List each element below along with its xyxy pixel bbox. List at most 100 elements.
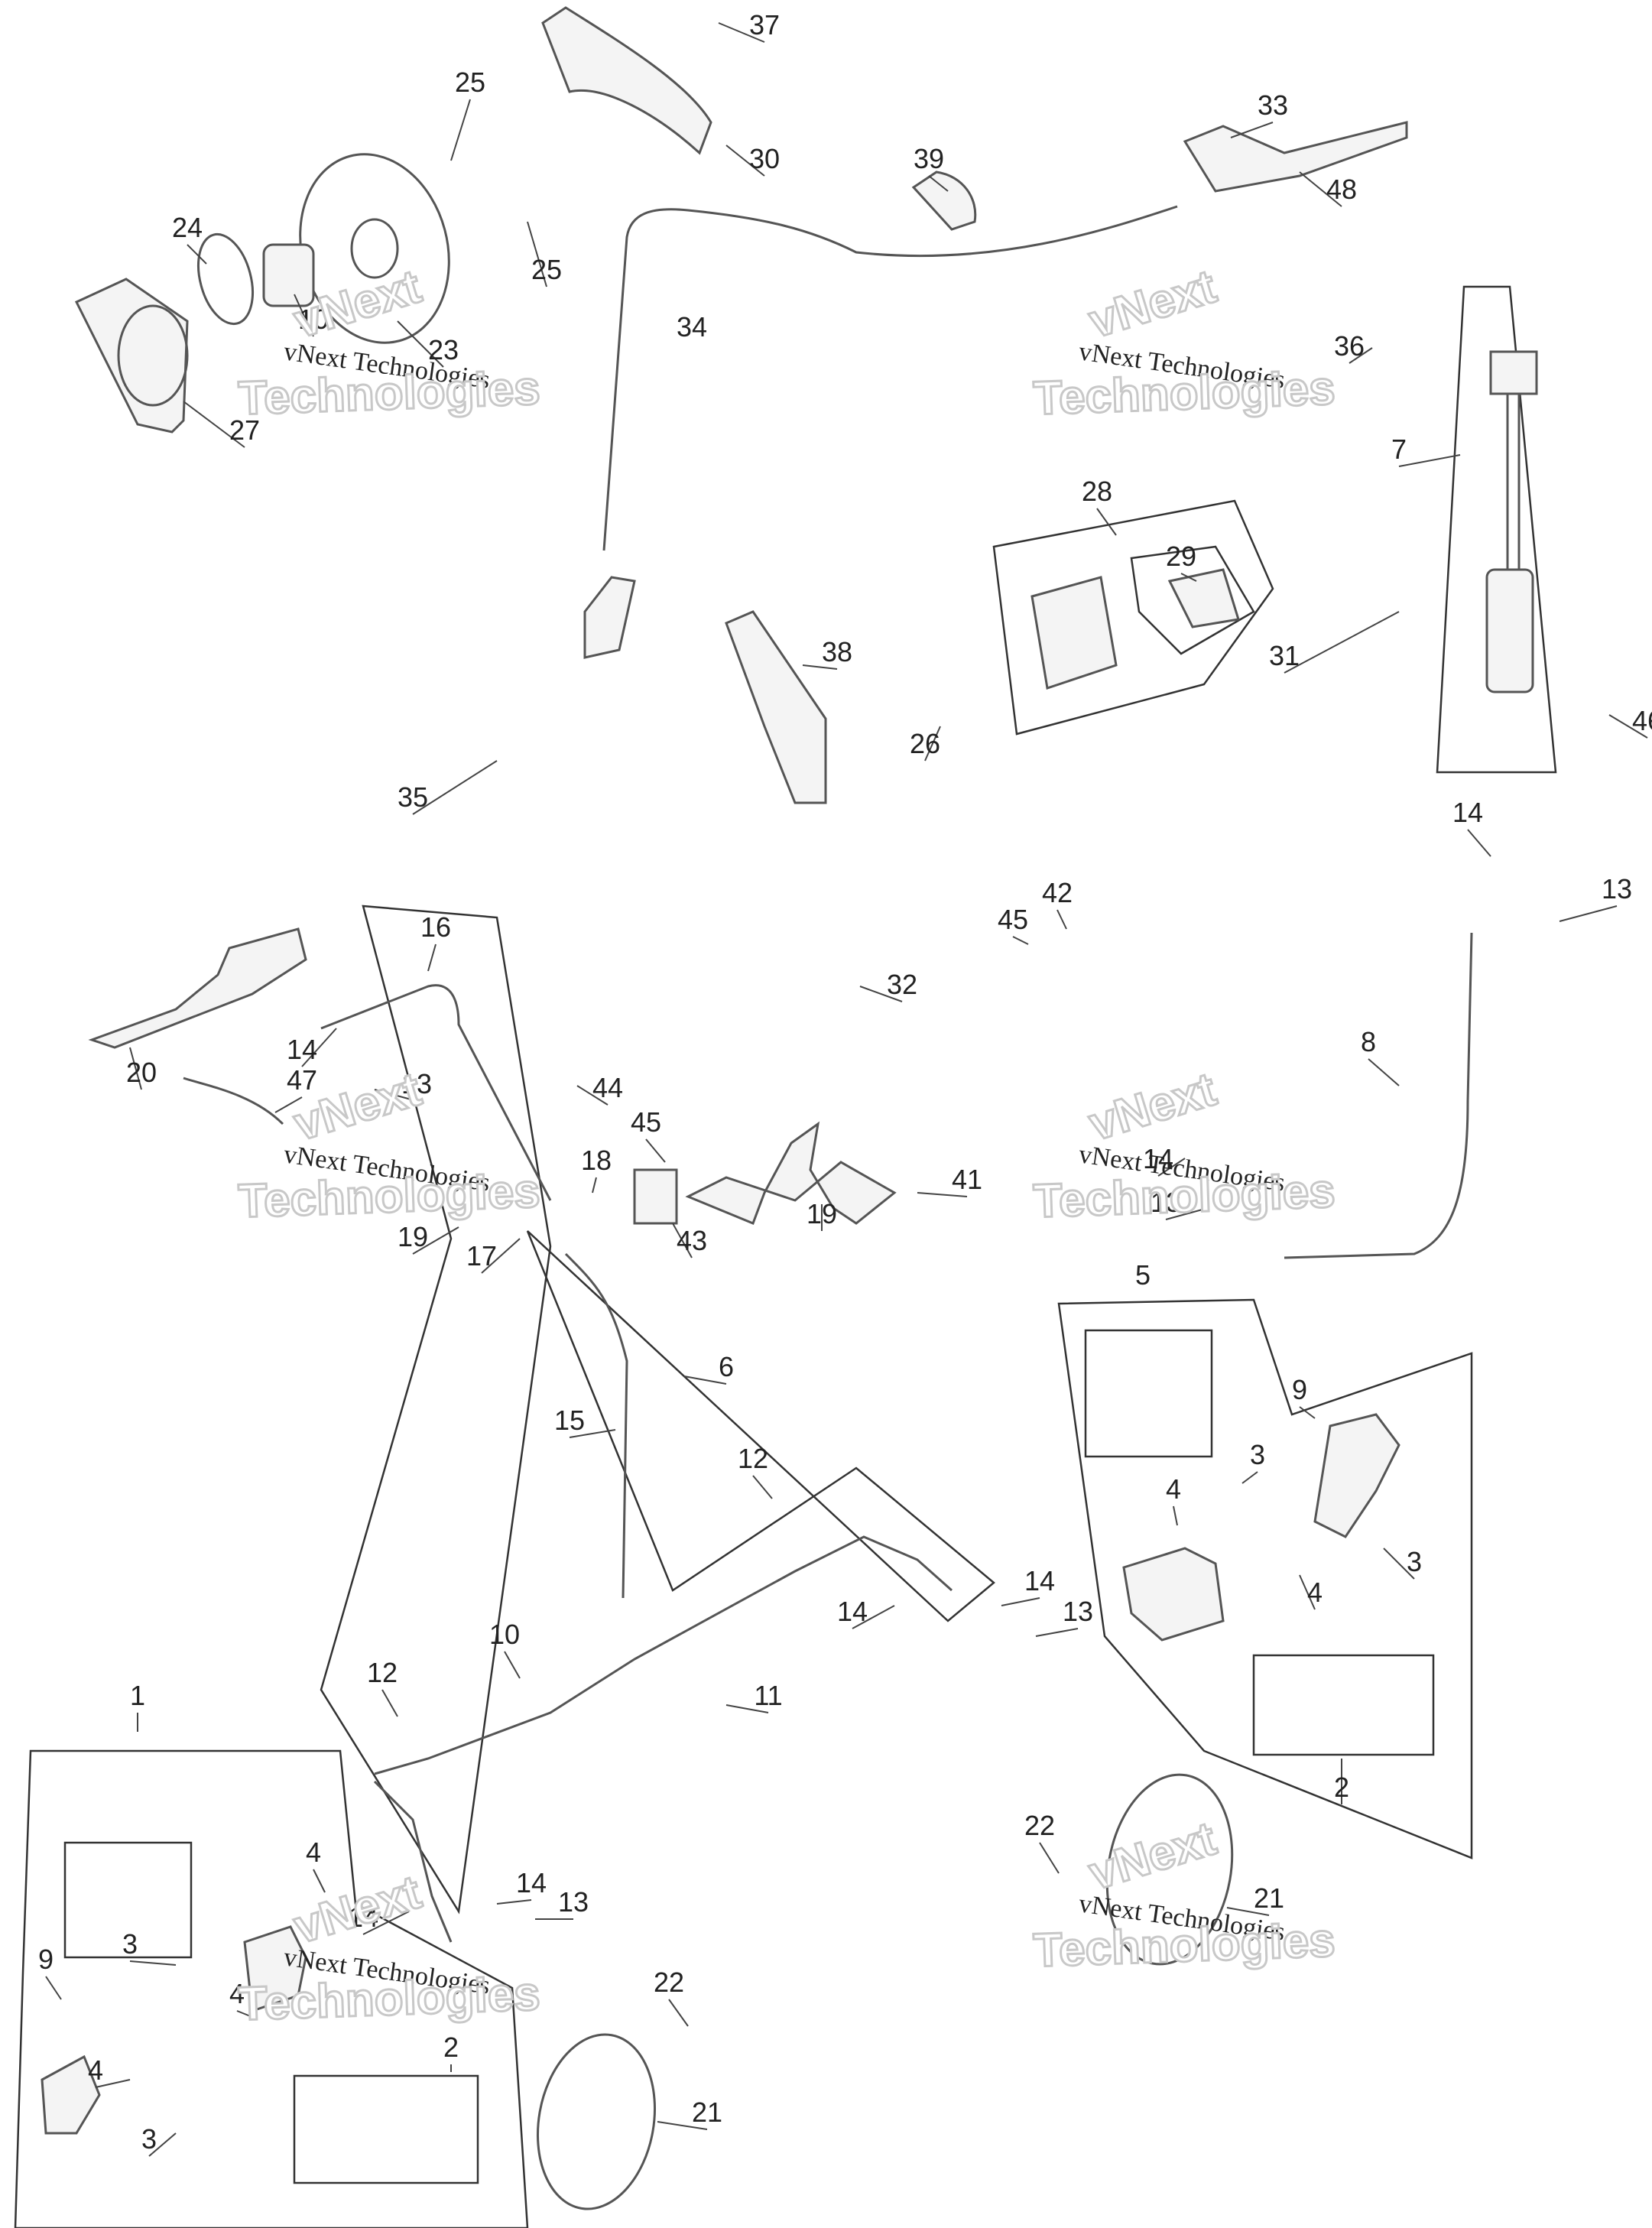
brake-disc-21b: [536, 2033, 657, 2210]
callout-2a: 2: [1334, 1772, 1349, 1803]
leader-line-18: [592, 1177, 597, 1194]
callout-37: 37: [749, 9, 780, 41]
callout-36: 36: [1334, 330, 1365, 362]
callout-10b: 10: [489, 1619, 520, 1650]
callout-20: 20: [126, 1057, 157, 1088]
hub-10: [262, 243, 315, 307]
callout-47: 47: [287, 1064, 317, 1096]
callout-22a: 22: [1024, 1810, 1055, 1841]
master-cylinder-7: [1485, 568, 1534, 693]
callout-9b: 9: [38, 1944, 54, 1975]
watermark-outline-bottom: Technologies: [1033, 1914, 1336, 1977]
leader-line-17: [481, 1238, 521, 1274]
leader-line-48: [1299, 171, 1342, 207]
callout-39: 39: [914, 143, 944, 174]
o-ring-24: [197, 232, 254, 326]
callout-19a: 19: [398, 1221, 428, 1252]
group-box-pads-29: [1130, 545, 1255, 655]
callout-23: 23: [428, 334, 459, 365]
leader-line-14g: [496, 1899, 532, 1905]
leader-line-41: [917, 1192, 968, 1197]
watermark-mid-left: vNext vNext Technologies Technologies: [236, 1062, 542, 1229]
leader-line-42: [1056, 909, 1067, 930]
caliper-bracket-5: [1313, 1413, 1400, 1538]
leader-line-45a: [1012, 936, 1029, 945]
callout-32: 32: [887, 969, 917, 1000]
leader-line-15: [569, 1429, 616, 1438]
leader-line-22b: [668, 1999, 689, 2027]
callout-9a: 9: [1292, 1374, 1307, 1405]
leader-line-7: [1398, 454, 1461, 467]
brake-cable-34: [602, 205, 1178, 551]
callout-13c: 13: [1151, 1187, 1181, 1218]
callout-26: 26: [910, 728, 940, 759]
callout-4a: 4: [1166, 1473, 1181, 1505]
watermark-outline-bottom: Technologies: [1033, 1164, 1336, 1228]
leader-line-38: [802, 664, 838, 670]
leader-line-13a: [374, 1089, 417, 1102]
callout-15: 15: [554, 1405, 585, 1436]
watermark-outline-bottom: Technologies: [238, 1164, 541, 1228]
group-box-pads-2a: [1252, 1654, 1435, 1756]
callout-4b: 4: [1307, 1577, 1323, 1608]
caliper-bracket-1: [41, 2054, 101, 2135]
leader-line-14a: [301, 1028, 337, 1067]
hose-16: [320, 984, 552, 1201]
leader-line-25b: [527, 221, 547, 287]
callout-21b: 21: [692, 2096, 722, 2128]
group-box-line-6: [526, 1230, 995, 1622]
leader-line-47: [274, 1096, 303, 1113]
callout-13b: 13: [1602, 873, 1632, 905]
leader-line-22a: [1039, 1842, 1060, 1874]
leader-line-14c: [1157, 1158, 1186, 1177]
watermark-outline-bottom: Technologies: [1033, 362, 1336, 425]
watermark-bottom-right: vNext vNext Technologies Technologies: [1031, 1811, 1337, 1979]
group-box-caliper-28: [992, 499, 1274, 736]
lever-20: [88, 927, 307, 1049]
leader-line-13b: [1559, 905, 1618, 922]
callout-22b: 22: [654, 1967, 684, 1998]
leader-line-16: [427, 943, 437, 972]
leader-line-9a: [1299, 1406, 1316, 1419]
leader-line-4e: [95, 2079, 131, 2088]
leader-line-25a: [450, 99, 471, 161]
callout-41: 41: [952, 1164, 982, 1195]
callout-3b: 3: [1407, 1546, 1422, 1577]
leader-line-31: [1284, 611, 1400, 674]
callout-14g: 14: [516, 1867, 547, 1898]
leader-line-35: [412, 760, 498, 815]
leader-line-3a: [1241, 1471, 1258, 1484]
leader-line-14b: [1467, 829, 1491, 857]
leader-line-10: [294, 294, 314, 337]
leader-line-3c: [129, 1960, 177, 1966]
callout-13d: 13: [1063, 1596, 1093, 1627]
watermark-outline-top: vNext: [288, 1866, 427, 1954]
callout-28: 28: [1082, 476, 1112, 507]
leader-line-43: [672, 1223, 693, 1259]
callout-35: 35: [398, 781, 428, 813]
watermark-outline-top: vNext: [1083, 260, 1222, 348]
chain-guard-30: [541, 6, 712, 155]
callout-25b: 25: [531, 254, 562, 285]
leader-line-10b: [504, 1651, 521, 1679]
callout-44: 44: [592, 1072, 623, 1103]
reservoir-7: [1489, 350, 1538, 395]
clamp-39: [911, 171, 977, 231]
callout-45a: 45: [998, 904, 1028, 935]
leader-line-6: [683, 1375, 727, 1385]
leader-line-28: [1096, 508, 1117, 536]
callout-29: 29: [1166, 541, 1196, 572]
leader-line-3b: [1383, 1548, 1415, 1580]
group-box-caliper-5: [1057, 1298, 1473, 1859]
leader-line-11: [725, 1704, 769, 1713]
leader-line-14e: [1001, 1597, 1040, 1606]
callout-14e: 14: [1024, 1565, 1055, 1596]
callout-45b: 45: [631, 1106, 661, 1138]
callout-10: 10: [298, 304, 329, 335]
callout-13e: 13: [558, 1886, 589, 1918]
group-box-pads-2b: [293, 2074, 479, 2184]
brake-line-10-lower: [373, 1780, 453, 1943]
callout-16: 16: [420, 911, 451, 943]
leader-lines: [45, 22, 1648, 2157]
